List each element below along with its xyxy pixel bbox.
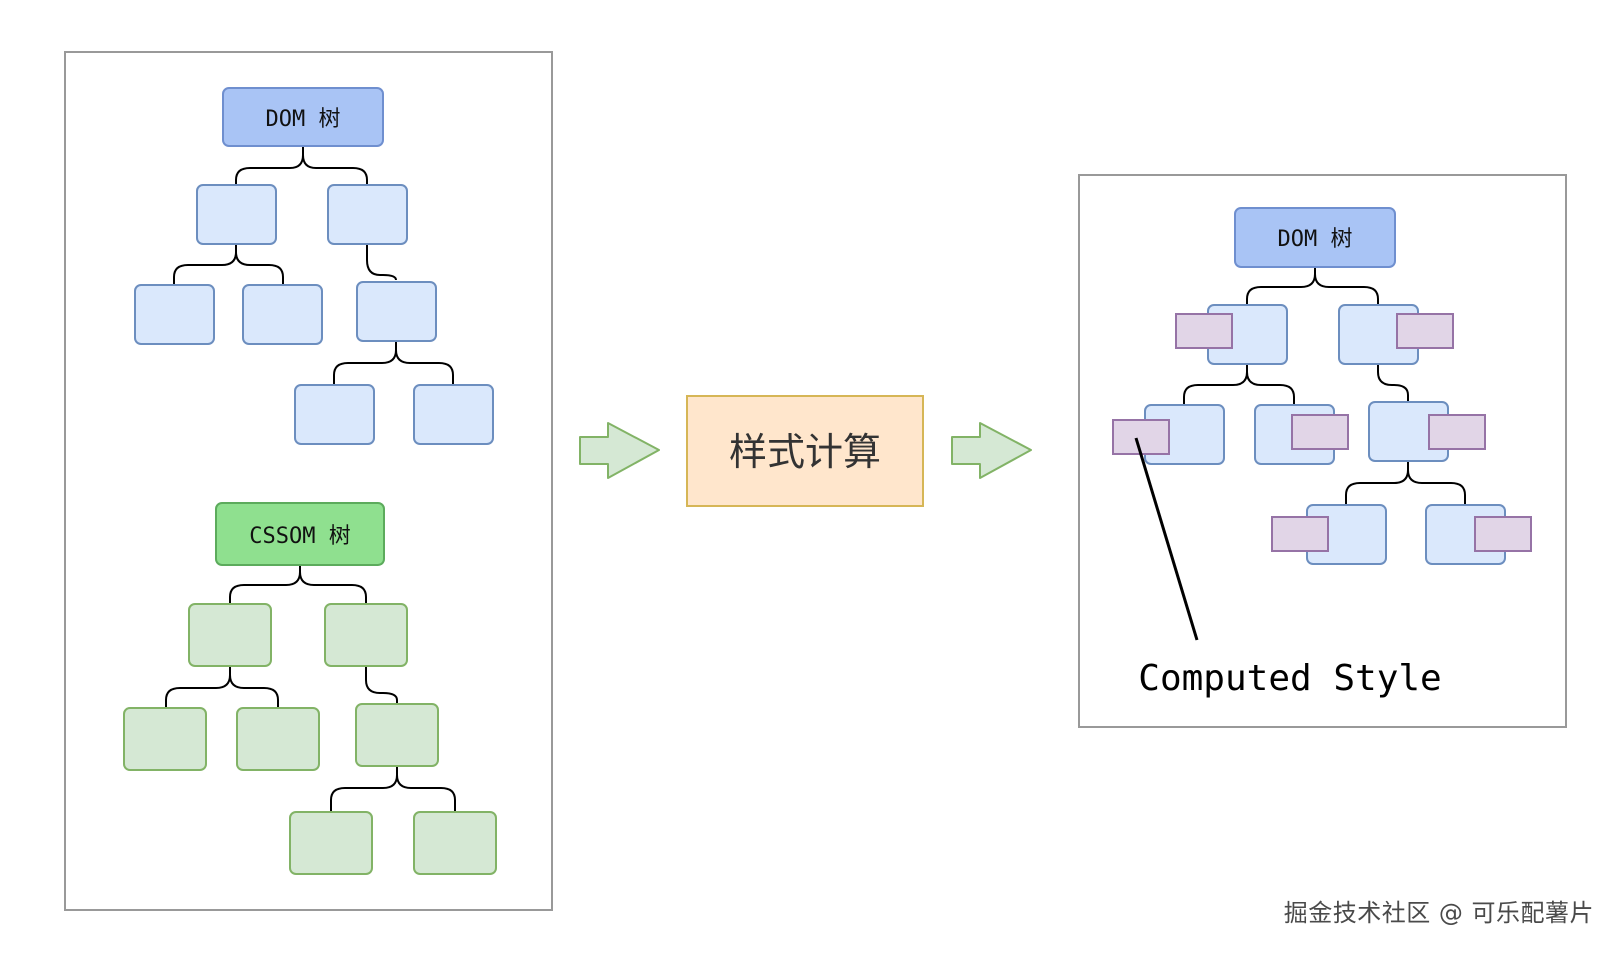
computed-style-tag	[1291, 414, 1349, 450]
result-dom-tree: DOM 树	[1144, 207, 1506, 565]
dom-root-label: DOM 树	[266, 107, 341, 132]
left-panel	[64, 51, 553, 911]
style-calculation-box	[686, 395, 924, 507]
computed-style-tag	[1271, 516, 1329, 552]
dom-tree-edges	[173, 145, 454, 385]
dom-node	[413, 384, 494, 445]
cssom-node	[355, 703, 439, 767]
computed-style-tag	[1396, 313, 1454, 349]
dom-node	[196, 184, 277, 245]
cssom-node	[289, 811, 373, 875]
dom-node	[327, 184, 408, 245]
cssom-node	[324, 603, 408, 667]
watermark: 掘金技术社区 @ 可乐配薯片	[1283, 899, 1594, 927]
computed-style-tags	[1112, 313, 1532, 552]
computed-style-tag	[1175, 313, 1233, 349]
style-calculation-label: 样式计算	[729, 430, 881, 474]
cssom-node	[413, 811, 497, 875]
computed-style-callout-line	[1134, 437, 1199, 641]
result-dom-root-label: DOM 树	[1278, 227, 1353, 252]
dom-root-node	[222, 87, 384, 147]
cssom-tree: CSSOM 树	[123, 502, 497, 875]
dom-node	[134, 284, 215, 345]
dom-node	[356, 281, 437, 342]
cssom-node	[123, 707, 207, 771]
cssom-root-label: CSSOM 树	[249, 524, 350, 549]
right-panel	[1078, 174, 1567, 728]
computed-style-tag	[1474, 516, 1532, 552]
dom-node	[242, 284, 323, 345]
result-tree-edges	[1183, 267, 1466, 505]
result-dom-root-node	[1234, 207, 1396, 268]
computed-style-tag	[1112, 419, 1170, 455]
computed-style-tag	[1428, 414, 1486, 450]
cssom-node	[188, 603, 272, 667]
cssom-tree-edges	[165, 565, 456, 812]
dom-node	[294, 384, 375, 445]
dom-tree: DOM 树	[134, 87, 494, 445]
arrow-right-icon	[951, 422, 1032, 479]
cssom-root-node	[215, 502, 385, 566]
arrow-right-icon	[579, 422, 660, 479]
computed-style-label: Computed Style	[1138, 658, 1441, 699]
cssom-node	[236, 707, 320, 771]
